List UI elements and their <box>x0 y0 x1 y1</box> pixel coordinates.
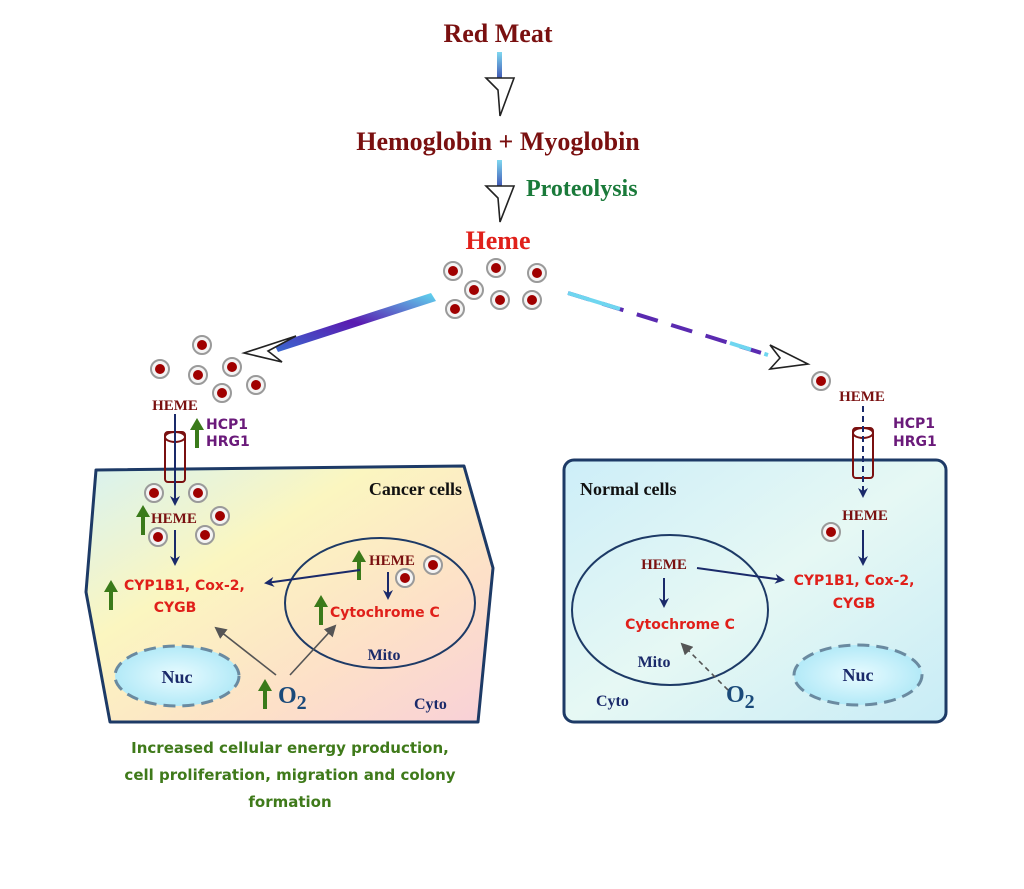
normal-cyto-label: Cyto <box>596 693 629 710</box>
heme-molecule-icon <box>195 525 215 545</box>
normal-mito-label: Mito <box>638 654 671 671</box>
heme-title: Heme <box>466 226 531 255</box>
heme-molecule-icon <box>811 371 831 391</box>
cancer-targets-line1: CYP1B1, Cox-2, <box>124 578 245 594</box>
normal-nuc-label: Nuc <box>843 665 874 685</box>
heme-molecule-icon <box>188 365 208 385</box>
heme-molecule-icon <box>192 335 212 355</box>
red-meat-label: Red Meat <box>443 19 552 48</box>
heme-molecule-icon <box>246 375 266 395</box>
cancer-transporter-hcp1: HCP1 <box>206 417 248 433</box>
normal-mito-heme-label: HEME <box>641 557 687 573</box>
heme-molecule-icon <box>395 568 415 588</box>
normal-heme-inside-label: HEME <box>842 508 888 524</box>
outcome-line1: Increased cellular energy production, <box>131 739 449 757</box>
cancer-mito-heme-label: HEME <box>369 553 415 569</box>
heme-molecule-icon <box>148 527 168 547</box>
heme-molecule-icon <box>464 280 484 300</box>
heme-molecule-icon <box>210 506 230 526</box>
cancer-targets-line2: CYGB <box>154 600 197 616</box>
cancer-cyto-label: Cyto <box>414 696 447 713</box>
outcome-line2: cell proliferation, migration and colony <box>124 766 455 784</box>
cancer-mitochondrion <box>284 537 476 669</box>
cancer-nuc-label: Nuc <box>162 667 193 687</box>
cancer-oxygen-label: O2 <box>278 683 307 714</box>
normal-mitochondrion <box>571 534 769 686</box>
arrow-hemoglobin-to-heme <box>484 160 516 223</box>
heme-molecule-icon <box>443 261 463 281</box>
cancer-transporter-hrg1: HRG1 <box>206 434 250 450</box>
cancer-heme-outside-label: HEME <box>152 398 198 414</box>
heme-cluster <box>443 258 547 319</box>
mito-heme-to-targets-arrow <box>696 567 785 584</box>
arrow-to-normal-cells <box>567 291 811 371</box>
normal-targets-line1: CYP1B1, Cox-2, <box>794 573 915 589</box>
heme-molecule-icon <box>486 258 506 278</box>
cancer-cytochrome-label: Cytochrome C <box>330 605 440 621</box>
proteolysis-label: Proteolysis <box>526 176 638 202</box>
heme-molecule-icon <box>445 299 465 319</box>
heme-molecule-icon <box>423 555 443 575</box>
normal-oxygen-label: O2 <box>726 682 755 713</box>
normal-cytochrome-label: Cytochrome C <box>625 617 735 633</box>
cancer-heme-outside-cluster <box>150 335 266 403</box>
outcome-line3: formation <box>248 793 331 811</box>
arrow-red-meat-to-hemoglobin <box>484 52 516 117</box>
oxygen-to-cytochrome-arrow <box>680 642 729 691</box>
heme-molecule-icon <box>212 383 232 403</box>
heme-molecule-icon <box>490 290 510 310</box>
mito-heme-to-targets-arrow <box>264 569 361 587</box>
cancer-heme-inside-label: HEME <box>151 511 197 527</box>
up-arrow-icon <box>190 418 204 448</box>
oxygen-to-targets-arrow <box>214 626 277 676</box>
heme-molecule-icon <box>222 357 242 377</box>
hemoglobin-myoglobin-label: Hemoglobin + Myoglobin <box>356 127 640 156</box>
heme-molecule-icon <box>522 290 542 310</box>
normal-nucleus <box>792 643 924 707</box>
normal-cells-label: Normal cells <box>580 479 676 499</box>
normal-transporter-hrg1: HRG1 <box>893 434 937 450</box>
heme-molecule-icon <box>144 483 164 503</box>
cancer-nucleus <box>113 644 241 708</box>
oxygen-to-cytochrome-arrow <box>289 624 337 676</box>
normal-heme-outside-label: HEME <box>839 389 885 405</box>
arrow-to-cancer-cells <box>241 293 436 363</box>
heme-molecule-icon <box>821 522 841 542</box>
normal-targets-line2: CYGB <box>833 596 876 612</box>
cancer-mito-label: Mito <box>368 647 401 664</box>
heme-molecule-icon <box>150 359 170 379</box>
normal-transporter-hcp1: HCP1 <box>893 416 935 432</box>
heme-molecule-icon <box>188 483 208 503</box>
cancer-cells-label: Cancer cells <box>369 479 462 499</box>
heme-molecule-icon <box>527 263 547 283</box>
